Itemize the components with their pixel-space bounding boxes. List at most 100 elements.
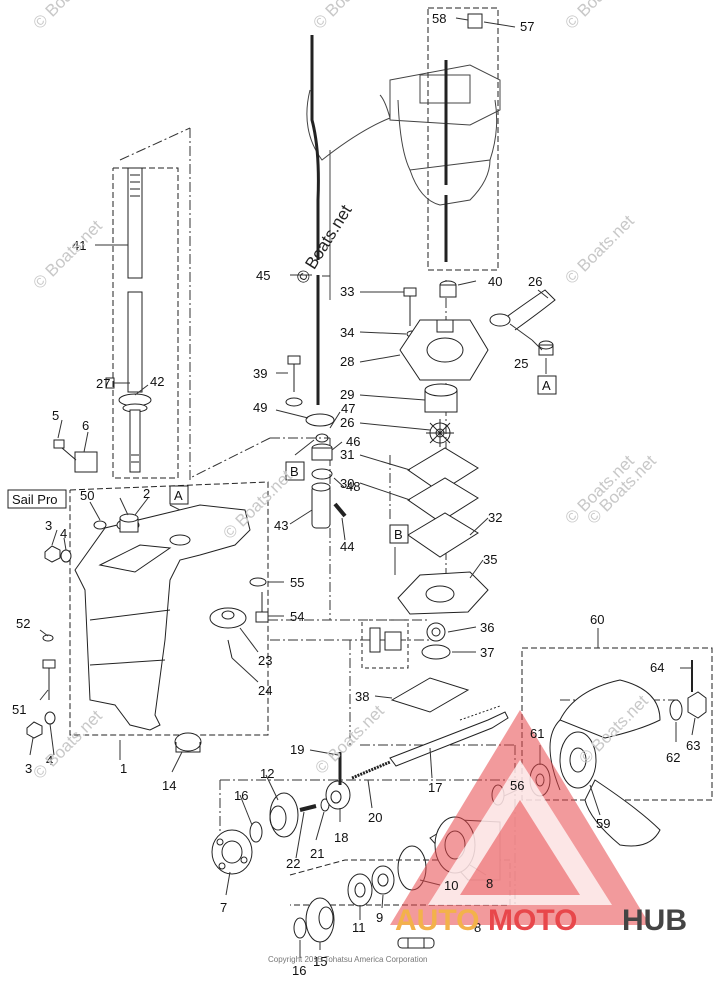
part-label: 18 (334, 830, 348, 845)
upper-casing-outline (306, 64, 501, 300)
part-label: 30 (340, 476, 354, 491)
nut-3-upper (44, 545, 61, 563)
part-label: 4 (46, 753, 53, 768)
part-label: 24 (258, 683, 272, 698)
part-label: 41 (72, 238, 86, 253)
part-label: 27 (96, 376, 110, 391)
part-label: 12 (260, 766, 274, 781)
part-label: 21 (310, 846, 324, 861)
part-label: 38 (355, 689, 369, 704)
washer-56 (249, 577, 267, 587)
part-label: 5 (52, 408, 59, 423)
sail-pro-box (7, 489, 67, 509)
bolt-53 (42, 659, 56, 700)
part-label: 56 (510, 778, 524, 793)
part-label: 29 (340, 387, 354, 402)
ref-letter-a: A (542, 378, 551, 393)
oring-50 (311, 468, 333, 480)
nut-64 (687, 691, 707, 719)
part-label: 4 (60, 526, 67, 541)
part-label: 26 (340, 415, 354, 430)
ref-letter-a: A (174, 488, 183, 503)
shift-rod (310, 35, 320, 405)
ref-box-a-housing (169, 485, 189, 505)
part-label: 47 (341, 401, 355, 416)
part-label: 17 (428, 780, 442, 795)
plate-51 (305, 413, 335, 427)
group-box-housing (69, 481, 269, 736)
shim-17 (249, 821, 263, 843)
washer-54 (42, 634, 54, 642)
shift-cam-45 (311, 482, 331, 529)
part-label: 9 (376, 910, 383, 925)
screw-25 (227, 639, 233, 659)
plate-24 (209, 607, 247, 629)
copyright-text: Copyright 2015 Tohatsu America Corporati… (268, 955, 428, 964)
main-watermark-text: © Boats.net (292, 201, 355, 287)
impeller-28 (426, 419, 454, 447)
brand-hub: HUB (622, 904, 687, 937)
part-label: 63 (686, 738, 700, 753)
bearing-12 (347, 873, 373, 907)
part-label: 44 (340, 539, 354, 554)
part-label: 26 (528, 274, 542, 289)
part-label: 19 (290, 742, 304, 757)
washer-63 (669, 699, 683, 721)
ref-box-b-pump (389, 524, 409, 544)
part-label: 49 (253, 400, 267, 415)
part-label: 54 (290, 609, 304, 624)
bolt-41 (285, 355, 303, 407)
propeller-60 (549, 679, 661, 847)
gasket-40 (390, 677, 470, 713)
part-label: 62 (666, 750, 680, 765)
part-label: 25 (514, 356, 528, 371)
arrow-to-a (169, 358, 547, 575)
ref-letter-b: B (394, 527, 403, 542)
part-label: 32 (488, 510, 502, 525)
watermark-text: © Boats.net (561, 211, 638, 288)
plate-32 (407, 477, 479, 523)
part-label: 3 (25, 761, 32, 776)
part-label: 23 (258, 653, 272, 668)
part-labels: 41 27 42 5 6 2 50 3 4 52 51 3 4 1 14 45 … (12, 11, 700, 978)
part-label: 57 (520, 19, 534, 34)
washer-52 (93, 520, 107, 530)
watermark-text: © Boats.net (309, 0, 386, 33)
part-label: 61 (530, 726, 544, 741)
part-label: 64 (650, 660, 664, 675)
part-label: 16 (292, 963, 306, 978)
part-label: 15 (313, 954, 327, 969)
shim-16 (293, 917, 307, 939)
pin-23 (299, 804, 317, 812)
part-label: 22 (286, 856, 300, 871)
bushing-2 (119, 513, 139, 533)
brand-wordmark: AUTO MOTO HUB (395, 904, 687, 937)
pin-set (397, 937, 435, 949)
part-label: 35 (483, 552, 497, 567)
part-label: 58 (432, 11, 446, 26)
spring-21 (351, 760, 391, 780)
group-box-61 (521, 647, 713, 801)
part-label: 42 (150, 374, 164, 389)
part-label: 59 (596, 816, 610, 831)
part-label: 8 (486, 876, 493, 891)
brand-moto: MOTO (488, 904, 577, 937)
tube-26 (504, 289, 556, 331)
clutch-19 (325, 780, 351, 810)
part-label: 50 (80, 488, 94, 503)
part-label: 55 (290, 575, 304, 590)
part-label: 11 (352, 920, 366, 935)
watermark-text: © Boats.net (29, 216, 106, 293)
part-label: 20 (368, 810, 382, 825)
bolt-55 (255, 592, 269, 623)
part-label: 46 (346, 434, 360, 449)
part-label: 43 (274, 518, 288, 533)
ref-letter-b: B (290, 464, 299, 479)
part-label: 60 (590, 612, 604, 627)
part-label: 51 (12, 702, 26, 717)
group-box-8 (289, 859, 511, 906)
brand-auto: AUTO (395, 904, 479, 937)
part-label: 6 (82, 418, 89, 433)
washer-4-lower (44, 711, 56, 725)
part-label: 7 (220, 900, 227, 915)
